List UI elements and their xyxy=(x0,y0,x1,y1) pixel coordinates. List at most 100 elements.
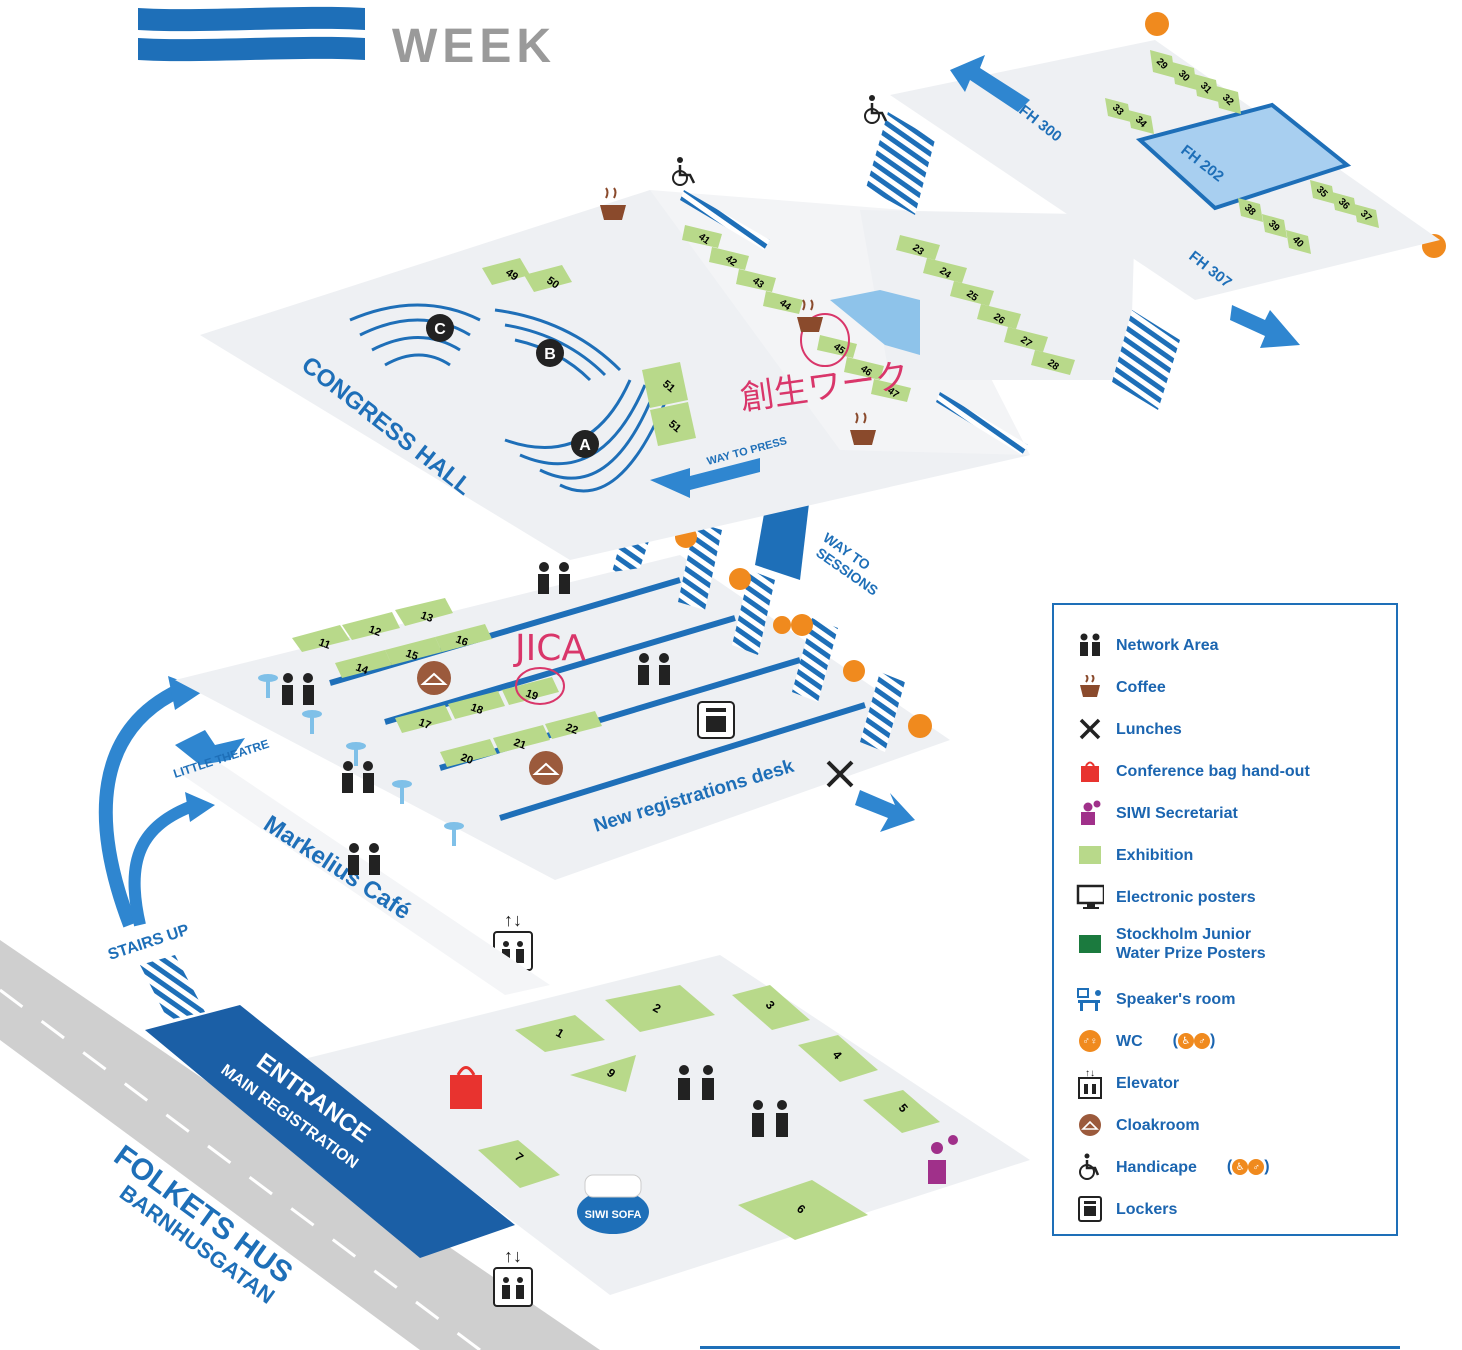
booth-30: 30 xyxy=(1172,62,1197,90)
svg-text:↑↓: ↑↓ xyxy=(504,1246,522,1266)
siwi-sofa-label: SIWI SOFA xyxy=(585,1209,642,1221)
booth-37: 37 xyxy=(1354,204,1379,228)
booth-5[interactable] xyxy=(863,1090,940,1133)
junior-posters-icon xyxy=(1076,930,1104,958)
seating-section-a[interactable]: A xyxy=(571,430,599,458)
booth-38: 38 xyxy=(1238,198,1263,222)
stairs-arrow-2-head xyxy=(185,792,215,822)
legend-label: Electronic posters xyxy=(1116,888,1256,906)
legend-label: Lunches xyxy=(1116,720,1182,738)
markelius-label: Markelius Café xyxy=(259,810,416,925)
legend-item-secretariat: SIWI Secretariat xyxy=(1076,799,1238,827)
booth-11-label: 11 xyxy=(317,637,332,652)
seating-section-b[interactable]: B xyxy=(536,339,564,367)
handicap-icon xyxy=(672,157,696,186)
coffee-icon xyxy=(797,299,823,332)
bag-handle xyxy=(456,1066,476,1076)
booth-12-label: 12 xyxy=(367,624,383,639)
legend-item-speaker-room: Speaker's room xyxy=(1076,985,1235,1013)
stairs-up-label: STAIRS UP xyxy=(106,922,192,964)
stairs-arrow-1 xyxy=(98,683,184,928)
fh300-arrow xyxy=(950,55,1030,112)
network-icon xyxy=(638,653,670,685)
handicap-wc-icon: ♿ xyxy=(1177,1033,1194,1049)
legend-label: Speaker's room xyxy=(1116,990,1236,1008)
entrance-bar[interactable] xyxy=(145,1005,515,1258)
stairs-arrow-1-head xyxy=(168,676,205,710)
booth-51: 51 xyxy=(650,402,696,446)
booth-7[interactable] xyxy=(478,1140,560,1188)
legend-item-exhibition: Exhibition xyxy=(1076,841,1193,869)
entrance-stairs[interactable] xyxy=(140,955,205,1020)
legend-item-cloakroom: Cloakroom xyxy=(1076,1111,1200,1139)
legend-label: SIWI Secretariat xyxy=(1116,804,1238,822)
booth-44: 44 xyxy=(763,291,803,314)
top-booths: 29 30 31 32 33 34 35 36 37 38 39 40 xyxy=(1105,50,1379,254)
exit-arrow xyxy=(855,790,915,832)
handwritten-jica: JICA xyxy=(513,628,586,669)
header-title: WEEK xyxy=(392,20,556,73)
booth-6[interactable] xyxy=(738,1180,868,1240)
booth-43: 43 xyxy=(736,269,776,292)
logo-bars xyxy=(138,6,365,62)
markelius-strip xyxy=(175,760,550,995)
booth-48-label: 49 xyxy=(503,267,520,284)
little-theatre-arrow xyxy=(175,730,245,765)
wc-icon: ♂ xyxy=(1248,1159,1265,1175)
booth-9[interactable] xyxy=(570,1055,636,1092)
legend-label: Network Area xyxy=(1116,636,1219,654)
booth-3[interactable] xyxy=(732,985,810,1030)
booth-45-circle xyxy=(800,313,850,367)
booth-19: 19 xyxy=(502,677,559,705)
booth-15-label: 15 xyxy=(404,648,420,663)
legend-item-posters: Electronic posters xyxy=(1076,883,1256,911)
legend-item-lockers: Lockers xyxy=(1076,1195,1177,1223)
booth-33: 33 xyxy=(1105,98,1131,122)
seating-section-c[interactable]: C xyxy=(426,314,454,342)
booth-42: 42 xyxy=(709,247,749,270)
booth-47: 47 xyxy=(871,379,911,402)
booth-27: 27 xyxy=(1004,327,1048,352)
middle-booths: 11 12 13 14 15 16 17 18 19 20 21 22 xyxy=(292,598,602,767)
speaker-room-icon xyxy=(1076,985,1104,1013)
booth-19-label: 19 xyxy=(524,688,540,703)
booth-15: 15 xyxy=(385,637,442,665)
booth-24: 24 xyxy=(923,258,967,283)
booth-22: 22 xyxy=(545,711,602,739)
booth-21-label: 21 xyxy=(512,737,528,752)
lockers-icon xyxy=(697,701,735,739)
booth-2[interactable] xyxy=(605,985,715,1032)
legend-item-wc: ♂♀ WC (♿♂) xyxy=(1076,1027,1215,1055)
booth-26: 26 xyxy=(977,304,1021,329)
booth-18: 18 xyxy=(448,691,505,719)
legend-label: Lockers xyxy=(1116,1200,1178,1218)
legend-item-lunches: Lunches xyxy=(1076,715,1182,743)
elevator-icon: ↑↓ xyxy=(1076,1068,1104,1099)
siwi-sofa[interactable]: SIWI SOFA xyxy=(577,1174,649,1234)
fh202-room[interactable] xyxy=(1135,102,1352,211)
booth-14-label: 14 xyxy=(354,662,370,678)
booth-4[interactable] xyxy=(798,1035,878,1082)
booth-32: 32 xyxy=(1216,86,1241,114)
fh307-arrow xyxy=(1230,305,1300,348)
ground-booths: 1 2 3 4 5 6 7 9 xyxy=(478,985,940,1240)
legend-label: WC xyxy=(1116,1032,1143,1050)
handicap-icon xyxy=(864,95,888,124)
legend-label: Stockholm Junior Water Prize Posters xyxy=(1116,926,1266,962)
booth-34: 34 xyxy=(1128,110,1154,134)
booth-48: 49 xyxy=(482,258,530,285)
booth-1[interactable] xyxy=(515,1015,605,1052)
booth-22-label: 22 xyxy=(564,722,580,737)
coffee-icon xyxy=(600,187,626,220)
upper-stairs[interactable] xyxy=(680,112,1180,455)
seating-a-label: A xyxy=(579,437,591,454)
legend-item-bag: Conference bag hand-out xyxy=(1076,757,1310,785)
legend-item-network: Network Area xyxy=(1076,631,1219,659)
svg-text:↑↓: ↑↓ xyxy=(504,910,522,930)
wc-accessible-note: (♿♂) xyxy=(1172,1032,1216,1049)
elevator-icon: ↑↓ xyxy=(493,1246,533,1307)
svg-text:↑↓: ↑↓ xyxy=(1085,1068,1095,1079)
booth-17-label: 17 xyxy=(417,717,433,732)
booth-13-label: 13 xyxy=(419,610,435,625)
